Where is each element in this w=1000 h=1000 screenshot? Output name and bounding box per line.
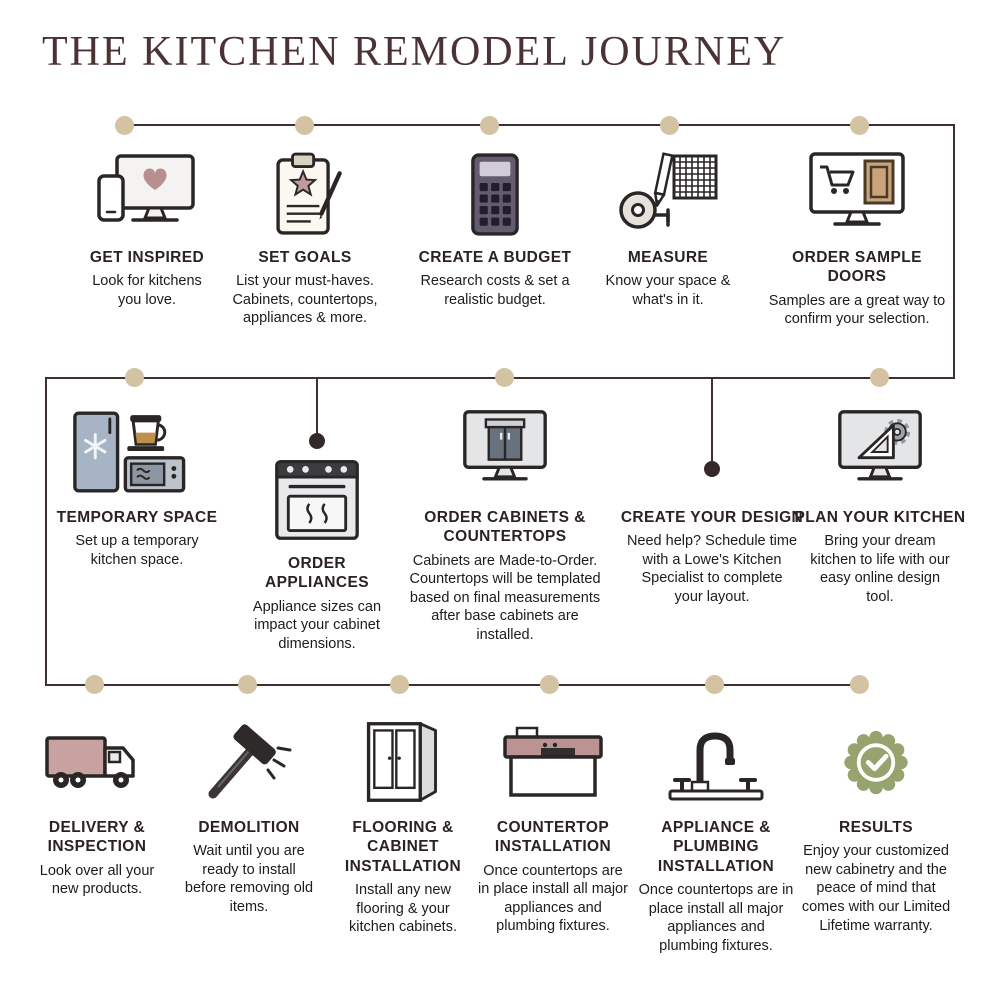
step-description: Need help? Schedule time with a Lowe's K… [626,533,798,606]
journey-node-measure [660,116,679,135]
sample-door-monitor-icon [760,146,954,242]
journey-line-right [953,124,955,379]
journey-line-left [45,377,47,686]
step-plan-kitchen: PLAN YOUR KITCHEN Bring your dream kitch… [790,402,970,607]
range-oven-icon [227,452,407,548]
cabinet-monitor-icon [403,402,607,502]
step-title: MEASURE [627,249,709,266]
step-title: FLOORING & CABINET INSTALLATION [344,819,462,875]
sledgehammer-icon [168,712,330,812]
journey-node-plan-kitchen [870,368,889,387]
step-temporary-space: TEMPORARY SPACE Set up a temporary kitch… [45,402,229,569]
step-title: GET INSPIRED [89,249,205,266]
journey-node-delivery [85,675,104,694]
step-description: Bring your dream kitchen to life with ou… [810,533,950,606]
step-set-goals: SET GOALS List your must-haves. Cabinets… [215,146,395,328]
step-delivery: DELIVERY & INSPECTION Look over all your… [17,712,177,899]
step-description: Enjoy your customized new cabinetry and … [801,843,951,934]
step-demolition: DEMOLITION Wait until you are ready to i… [168,712,330,917]
journey-node-order-cabinets [495,368,514,387]
step-flooring: FLOORING & CABINET INSTALLATION Install … [322,712,484,937]
journey-node-demolition [238,675,257,694]
cabinet-icon [322,712,484,812]
step-title: PLAN YOUR KITCHEN [794,509,966,526]
step-measure: MEASURE Know your space & what's in it. [580,146,756,309]
step-description: Know your space & what's in it. [605,273,731,308]
step-order-sample-doors: ORDER SAMPLE DOORS Samples are a great w… [760,146,954,329]
step-title: APPLIANCE & PLUMBING INSTALLATION [657,819,775,875]
faucet-icon [632,712,800,812]
warranty-badge-icon [792,712,960,812]
tape-measure-icon [580,146,756,242]
step-description: Once countertops are in place install al… [478,862,628,935]
page-title: THE KITCHEN REMODEL JOURNEY [42,29,787,75]
step-title: DELIVERY & INSPECTION [47,819,147,856]
journey-node-create-design [704,461,720,477]
journey-node-order-sample-doors [850,116,869,135]
step-description: Look over all your new products. [39,862,155,898]
step-order-cabinets: ORDER CABINETS & COUNTERTOPS Cabinets ar… [403,402,607,644]
step-description: Samples are a great way to confirm your … [768,292,946,328]
monitor-heart-icon [57,146,237,242]
step-description: Appliance sizes can impact your cabinet … [252,598,382,652]
journey-node-set-goals [295,116,314,135]
step-title: DEMOLITION [198,819,300,836]
journey-node-temporary-space [125,368,144,387]
step-title: COUNTERTOP INSTALLATION [494,819,612,856]
step-description: Set up a temporary kitchen space. [75,533,199,568]
step-title: ORDER SAMPLE DOORS [792,249,922,286]
step-plumbing: APPLIANCE & PLUMBING INSTALLATION Once c… [632,712,800,955]
calculator-icon [402,146,588,242]
journey-node-plumbing [705,675,724,694]
step-description: Once countertops are in place install al… [638,882,794,954]
step-get-inspired: GET INSPIRED Look for kitchens you love. [57,146,237,309]
journey-node-countertop [540,675,559,694]
delivery-truck-icon [17,712,177,812]
step-description: Install any new flooring & your kitchen … [348,882,457,936]
step-title: SET GOALS [258,249,352,266]
temporary-kitchen-icon [45,402,229,502]
step-order-appliances: ORDER APPLIANCES Appliance sizes can imp… [227,452,407,653]
journey-line-row1 [125,124,955,126]
step-title: TEMPORARY SPACE [56,509,218,526]
step-title: ORDER CABINETS & COUNTERTOPS [424,509,586,546]
design-tools-monitor-icon [790,402,970,502]
journey-node-results [850,675,869,694]
step-title: CREATE YOUR DESIGN [620,509,804,526]
clipboard-star-icon [215,146,395,242]
step-title: RESULTS [839,819,913,836]
step-description: Research costs & set a realistic budget. [420,273,570,308]
step-create-design: CREATE YOUR DESIGN Need help? Schedule t… [617,508,807,607]
step-results: RESULTS Enjoy your customized new cabine… [792,712,960,935]
journey-node-create-budget [480,116,499,135]
step-description: Cabinets are Made-to-Order. Countertops … [409,552,601,643]
connector-create-design [711,379,713,463]
journey-node-get-inspired [115,116,134,135]
connector-order-appliances [316,379,318,435]
step-create-budget: CREATE A BUDGET Research costs & set a r… [402,146,588,309]
step-description: Look for kitchens you love. [92,273,202,308]
step-description: List your must-haves. Cabinets, countert… [232,273,378,327]
countertop-sink-icon [476,712,630,812]
step-description: Wait until you are ready to install befo… [184,843,314,916]
step-countertop: COUNTERTOP INSTALLATION Once countertops… [476,712,630,936]
journey-node-flooring [390,675,409,694]
journey-line-row3 [45,684,861,686]
step-title: CREATE A BUDGET [418,249,572,266]
journey-node-order-appliances [309,433,325,449]
step-title: ORDER APPLIANCES [265,555,369,592]
